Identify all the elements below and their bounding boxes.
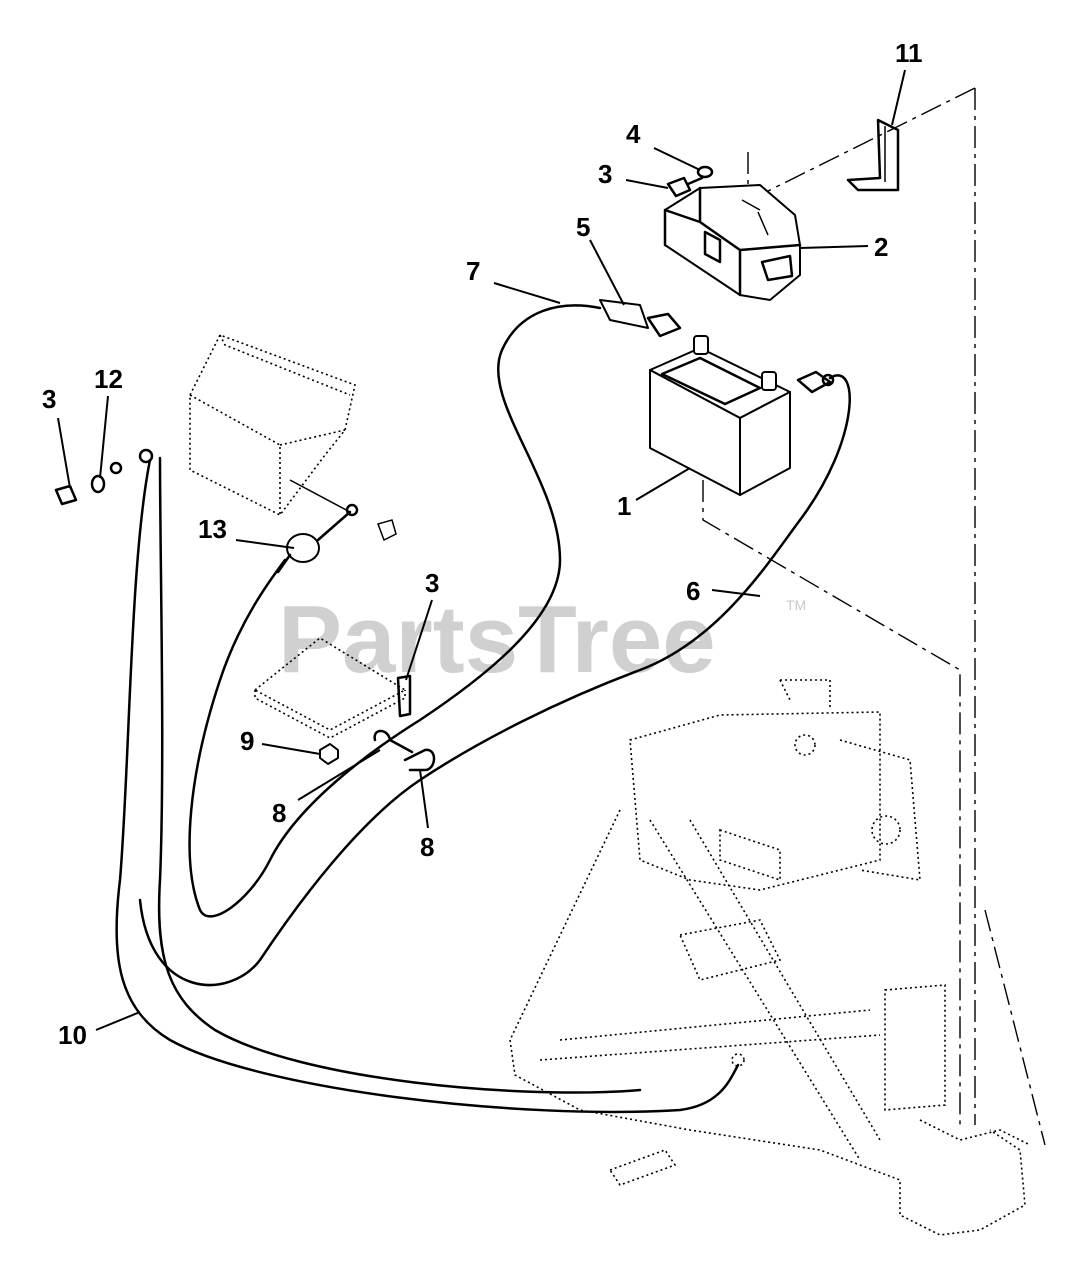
watermark-trademark: TM bbox=[786, 597, 806, 613]
tractor-frame-part bbox=[509, 679, 1031, 1236]
leader-lines bbox=[57, 69, 906, 1031]
bracket-part bbox=[846, 118, 900, 192]
callout-8-right: 8 bbox=[420, 832, 434, 862]
cable-7 bbox=[188, 304, 602, 918]
enclosure-part bbox=[189, 334, 356, 517]
callout-8-left: 8 bbox=[272, 798, 286, 828]
callout-10: 10 bbox=[58, 1020, 87, 1050]
callout-2: 2 bbox=[874, 232, 888, 262]
bolt-mid-part bbox=[396, 674, 412, 718]
callout-1: 1 bbox=[617, 491, 631, 521]
terminal-right-part bbox=[796, 370, 835, 394]
alignment-lines bbox=[702, 87, 1046, 1146]
cable-6 bbox=[138, 374, 851, 987]
terminal-boot-part bbox=[599, 299, 682, 338]
bolt-left-part bbox=[54, 484, 78, 506]
callout-5: 5 bbox=[576, 212, 590, 242]
callout-13: 13 bbox=[198, 514, 227, 544]
callout-9: 9 bbox=[240, 726, 254, 756]
cable-13-part bbox=[276, 503, 397, 574]
ground-cable-part bbox=[109, 448, 740, 1114]
battery-part bbox=[649, 335, 791, 496]
callout-3-left: 3 bbox=[42, 384, 56, 414]
callout-12: 12 bbox=[94, 364, 123, 394]
mounting-plate-part bbox=[253, 637, 407, 739]
battery-cover-part bbox=[663, 184, 802, 301]
callout-7: 7 bbox=[466, 256, 480, 286]
callout-3-mid: 3 bbox=[425, 568, 439, 598]
nut-part bbox=[319, 743, 339, 765]
callout-3-top: 3 bbox=[598, 159, 612, 189]
clamp-left-part bbox=[373, 729, 414, 754]
bolt-top-part bbox=[666, 176, 704, 198]
clamp-right-part bbox=[403, 748, 436, 772]
callout-11: 11 bbox=[895, 38, 923, 68]
callout-4: 4 bbox=[626, 119, 641, 149]
washer-top-part bbox=[696, 165, 714, 179]
lock-washer-part bbox=[90, 474, 106, 494]
callout-6: 6 bbox=[686, 576, 700, 606]
watermark-text: PartsTree bbox=[278, 586, 716, 693]
